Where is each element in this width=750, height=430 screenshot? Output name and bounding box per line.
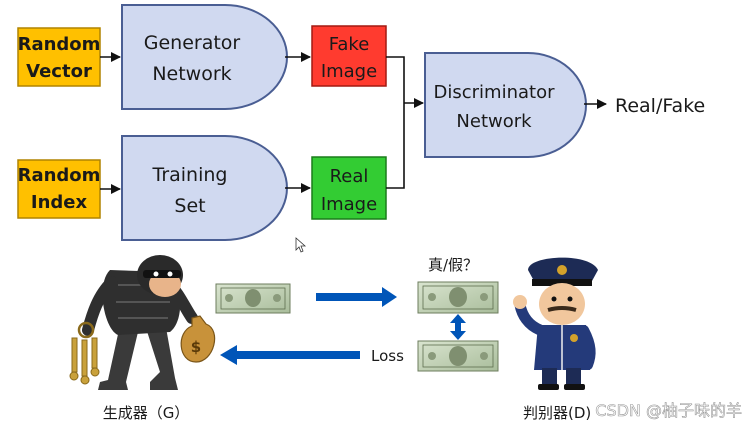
random-index-box: Random Index bbox=[17, 159, 101, 219]
generator-caption: 生成器（G） bbox=[103, 404, 190, 422]
training-set-line2: Set bbox=[174, 195, 205, 217]
real-image-line2: Image bbox=[321, 194, 377, 215]
random-vector-box: Random Vector bbox=[17, 27, 101, 87]
generator-gate: Generator Network bbox=[121, 4, 288, 110]
fake-image-line1: Fake bbox=[329, 34, 370, 55]
discriminator-line2: Network bbox=[456, 111, 532, 132]
thief-illustration: $ bbox=[69, 255, 216, 390]
money-bag-glyph: $ bbox=[191, 338, 201, 356]
mouse-cursor-icon bbox=[295, 237, 307, 253]
dollar-bill-real bbox=[417, 340, 499, 372]
discriminator-caption: 判别器(D) bbox=[523, 404, 591, 422]
random-vector-line2: Vector bbox=[26, 61, 92, 82]
connectors bbox=[100, 52, 607, 194]
forward-arrow bbox=[316, 287, 397, 307]
fake-image-box: Fake Image bbox=[311, 25, 387, 87]
money-bag-icon: $ bbox=[180, 315, 216, 363]
loss-arrow bbox=[220, 345, 360, 365]
random-vector-line1: Random bbox=[18, 34, 101, 55]
real-image-box: Real Image bbox=[311, 156, 387, 220]
generator-line1: Generator bbox=[144, 32, 241, 54]
police-officer-illustration bbox=[513, 257, 598, 390]
question-label: 真/假？ bbox=[428, 256, 478, 274]
random-index-line2: Index bbox=[31, 192, 88, 213]
compare-double-arrow bbox=[450, 314, 466, 340]
random-index-line1: Random bbox=[18, 165, 101, 186]
training-set-gate: Training Set bbox=[121, 135, 288, 241]
training-set-line1: Training bbox=[152, 164, 228, 186]
discriminator-gate: Discriminator Network bbox=[424, 52, 587, 158]
loss-label: Loss bbox=[371, 347, 404, 365]
fake-image-line2: Image bbox=[321, 61, 377, 82]
dollar-bill-question bbox=[417, 281, 499, 314]
watermark: CSDN @柚子味的羊 bbox=[595, 401, 742, 420]
dollar-bill-generator bbox=[215, 283, 291, 314]
keys-icon bbox=[69, 321, 100, 385]
real-image-line1: Real bbox=[330, 166, 369, 187]
generator-line2: Network bbox=[152, 63, 231, 85]
real-fake-output-label: Real/Fake bbox=[615, 95, 705, 117]
discriminator-line1: Discriminator bbox=[434, 82, 556, 103]
